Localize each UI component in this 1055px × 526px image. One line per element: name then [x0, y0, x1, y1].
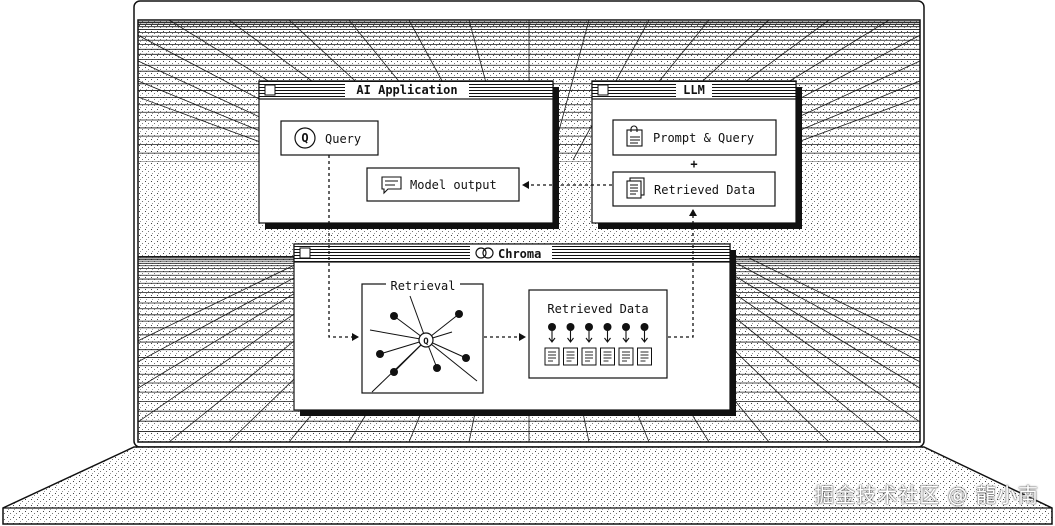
query-label: Query	[325, 132, 361, 146]
retrieval-point	[462, 354, 470, 362]
retrieval-point	[376, 350, 384, 358]
retrieval-label: Retrieval	[390, 279, 455, 293]
retrieval-edge	[425, 339, 478, 382]
query-node[interactable]: Q Query	[280, 120, 379, 156]
arrow-query-to-retrieval	[328, 155, 359, 341]
window-title: LLM	[683, 83, 705, 97]
plus-sign: +	[690, 157, 697, 171]
retrieved-data-llm-label: Retrieved Data	[654, 183, 755, 197]
retrieval-panel[interactable]: Retrieval Q	[361, 279, 484, 394]
query-icon-glyph: Q	[301, 131, 308, 145]
document-icon	[618, 347, 634, 366]
document-icon	[600, 347, 615, 366]
down-arrow-icon	[622, 331, 630, 343]
query-icon	[294, 127, 316, 149]
down-arrow-icon	[585, 331, 593, 343]
watermark: 掘金技术社区 @ 龍小南	[814, 483, 1039, 507]
chroma-logo-icon	[475, 247, 494, 259]
prompt-query-node[interactable]: Prompt & Query	[612, 119, 777, 156]
window-close-button[interactable]	[597, 84, 609, 96]
chat-bubble-icon	[381, 176, 402, 195]
arrow-retrieved-data-to-llm	[668, 209, 697, 338]
retrieved-data-chroma-panel[interactable]: Retrieved Data	[528, 289, 668, 379]
connectors	[328, 155, 697, 341]
window-title-backdrop	[676, 82, 712, 98]
window-ai-application: AI Application Q Query Model output	[258, 80, 559, 229]
prompt-query-label: Prompt & Query	[653, 131, 754, 145]
document-icon	[544, 347, 560, 366]
retrieval-center-glyph: Q	[423, 337, 429, 347]
document-icon	[637, 347, 652, 366]
retrieved-point	[585, 323, 593, 331]
window-title-backdrop	[345, 82, 469, 98]
window-close-button[interactable]	[264, 84, 276, 96]
retrieval-point	[433, 364, 441, 372]
retrieved-point	[603, 323, 612, 331]
retrieval-point	[390, 312, 398, 320]
retrieved-point	[622, 323, 630, 331]
window-title: Chroma	[498, 247, 541, 261]
window-title: AI Application	[356, 83, 457, 97]
retrieved-documents-row	[544, 323, 652, 366]
retrieval-edge	[369, 329, 427, 341]
retrieval-edge	[379, 339, 427, 355]
down-arrow-icon	[641, 331, 648, 343]
window-llm: LLM Prompt & Query + Retr	[591, 80, 802, 229]
retrieval-label-backdrop	[386, 279, 460, 291]
documents-icon	[626, 177, 645, 199]
retrieved-point	[640, 323, 649, 331]
lock-document-icon	[626, 125, 643, 147]
retrieval-point	[390, 368, 398, 376]
model-output-label: Model output	[410, 178, 497, 192]
window-chroma: Chroma Retrieval Q Retrieved Data	[293, 243, 736, 416]
retrieved-point	[566, 323, 575, 331]
retrieval-point	[455, 310, 463, 318]
document-icon	[581, 347, 597, 366]
window-close-button[interactable]	[299, 247, 311, 259]
down-arrow-icon	[604, 331, 611, 343]
document-icon	[563, 347, 578, 366]
retrieval-edge	[409, 295, 427, 341]
retrieved-data-chroma-label: Retrieved Data	[547, 302, 648, 316]
retrieved-point	[548, 323, 556, 331]
retrieval-center-node	[418, 332, 434, 348]
model-output-node[interactable]: Model output	[366, 167, 520, 202]
down-arrow-icon	[567, 331, 574, 343]
down-arrow-icon	[548, 331, 556, 343]
retrieved-data-llm-node[interactable]: Retrieved Data	[612, 171, 776, 207]
screen-border	[137, 19, 921, 443]
